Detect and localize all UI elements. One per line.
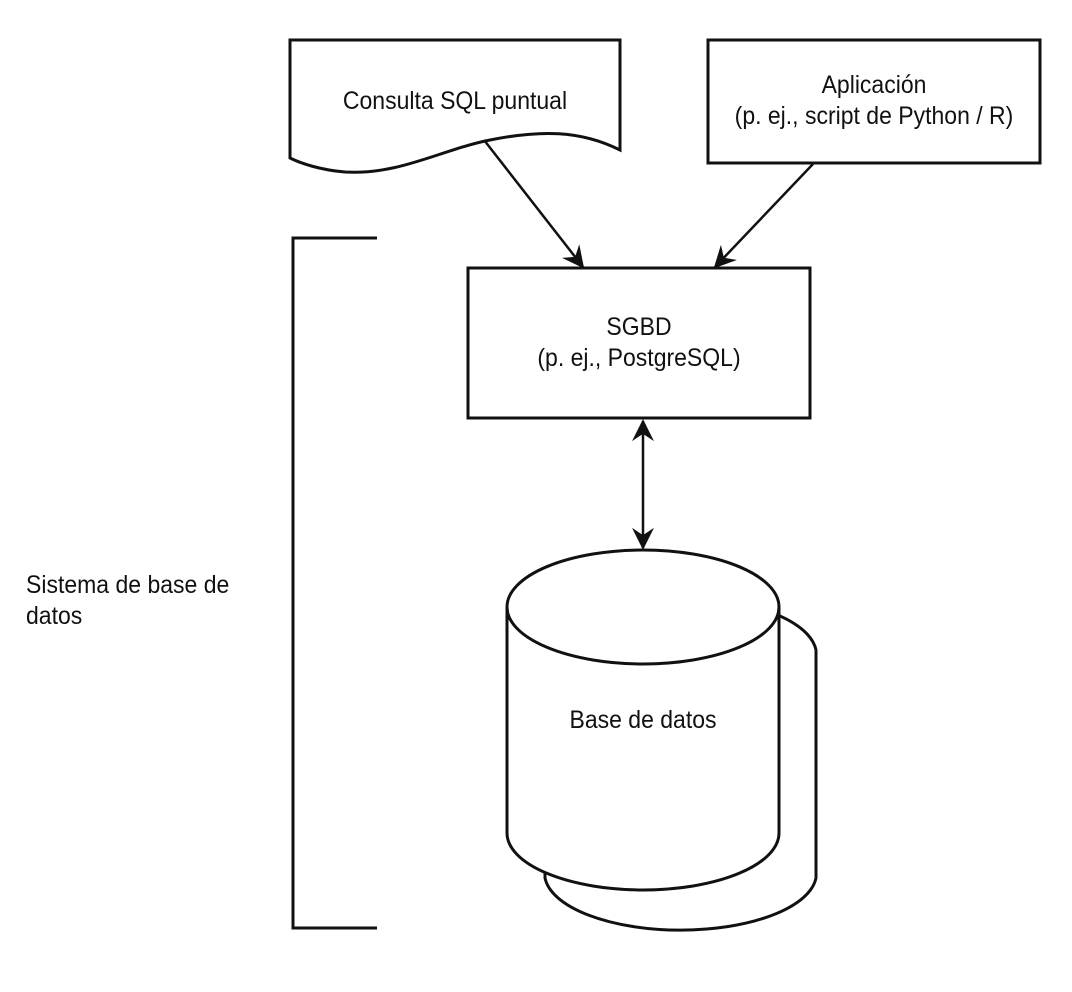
- bracket-label: Sistema de base de datos: [26, 570, 274, 632]
- database-label: Base de datos: [569, 706, 717, 734]
- app-label-line2: (p. ej., script de Python / R): [734, 102, 1014, 130]
- app-box: [706, 38, 1042, 165]
- arrow-query-to-dbms: [483, 139, 585, 269]
- app-label: Aplicación (p. ej., script de Python / R…: [714, 70, 1034, 132]
- query-label: Consulta SQL puntual: [342, 87, 568, 115]
- dbms-label-line1: SGBD: [606, 313, 672, 341]
- dbms-box: [466, 266, 812, 420]
- query-document-shape: [288, 38, 622, 174]
- bracket-label-line2: datos: [26, 602, 83, 630]
- arrow-app-to-dbms: [713, 163, 814, 269]
- dbms-label: SGBD (p. ej., PostgreSQL): [482, 312, 797, 374]
- dbms-label-line2: (p. ej., PostgreSQL): [537, 344, 741, 372]
- bracket-label-line1: Sistema de base de: [26, 571, 230, 599]
- app-label-line1: Aplicación: [821, 71, 927, 99]
- bracket: [291, 236, 377, 930]
